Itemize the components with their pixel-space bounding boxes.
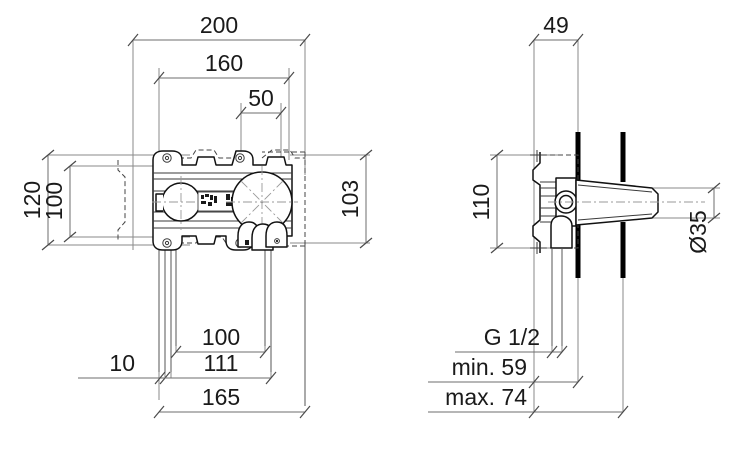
dimension-d35: Ø35	[685, 182, 721, 254]
dim-120-label: 120	[19, 181, 45, 219]
side-view-group: 49 110 Ø35 G 1/2 min. 59	[428, 12, 721, 419]
dim-111-label: 111	[204, 350, 239, 376]
dim-103-label: 103	[337, 180, 363, 218]
dim-100-bottom-label: 100	[202, 324, 240, 350]
dim-50-label: 50	[248, 85, 274, 111]
side-view-supply-stubs	[551, 248, 563, 346]
dimension-max74: max. 74	[428, 384, 629, 419]
dimension-50: 50	[235, 85, 287, 120]
lower-connector	[550, 215, 573, 249]
dimension-120: 120	[19, 149, 55, 251]
side-view-body	[530, 150, 705, 254]
dim-10-label: 10	[109, 350, 135, 376]
mounting-hole-bl	[162, 238, 172, 248]
dim-200-label: 200	[200, 12, 238, 38]
front-view-group: 200 160 50 120 100	[19, 12, 373, 419]
dimension-g12: G 1/2	[455, 324, 568, 359]
dim-d35-label: Ø35	[685, 210, 711, 253]
front-view-supply-pipes	[158, 230, 306, 406]
dimension-111: 111	[159, 350, 277, 385]
dim-165-label: 165	[202, 384, 240, 410]
mounting-hole-tl	[162, 153, 172, 163]
dim-g12-label: G 1/2	[484, 324, 540, 350]
dimension-10: 10	[78, 350, 171, 385]
lower-lobe-right	[265, 221, 288, 248]
dim-min59-label: min. 59	[452, 354, 527, 380]
front-view-body	[152, 150, 298, 251]
dimension-160: 160	[153, 50, 295, 85]
dimension-103: 103	[337, 149, 373, 249]
dimension-100-bottom: 100	[170, 324, 271, 359]
dimension-100-left: 100	[41, 160, 77, 243]
dimension-165: 165	[153, 384, 311, 419]
dimension-110: 110	[468, 149, 504, 254]
dim-max74-label: max. 74	[445, 384, 527, 410]
dimension-min59: min. 59	[428, 354, 584, 389]
dimension-200: 200	[127, 12, 311, 47]
dimension-49: 49	[528, 12, 584, 47]
dim-100-left-label: 100	[41, 182, 67, 220]
dim-49-label: 49	[543, 12, 569, 38]
dim-110-label: 110	[468, 184, 494, 221]
spout-body	[575, 179, 659, 226]
mounting-hole-tr	[235, 153, 245, 163]
dim-160-label: 160	[205, 50, 243, 76]
